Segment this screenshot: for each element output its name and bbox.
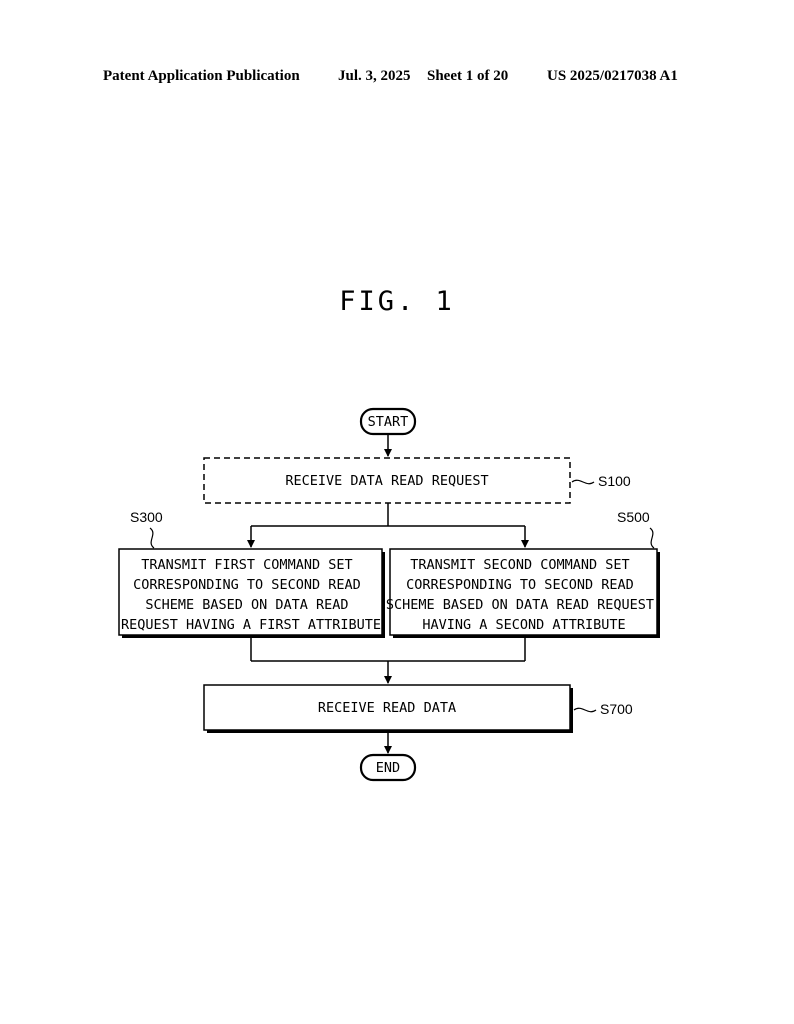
end-terminal: END [359,753,417,782]
s500-leader-line [649,527,655,549]
start-label: START [368,414,409,430]
step-s100-label: S100 [598,473,631,489]
s500-line-3: SCHEME BASED ON DATA READ REQUEST [386,597,654,613]
step-s500-label: S500 [617,509,650,525]
s100-leader-line [571,479,595,485]
svg-text:TRANSMIT FIRST COMMAND SET: TRANSMIT FIRST COMMAND SET CORRESPONDING… [121,557,381,633]
svg-text:TRANSMIT SECOND COMMAND SET: TRANSMIT SECOND COMMAND SET CORRESPONDIN… [386,557,662,633]
step-s300-box: TRANSMIT FIRST COMMAND SET CORRESPONDING… [118,548,385,638]
page-header: Patent Application Publication Jul. 3, 2… [0,68,794,90]
s300-line-4: REQUEST HAVING A FIRST ATTRIBUTE [121,617,381,633]
patent-number: US 2025/0217038 A1 [547,68,678,84]
s300-line-2: CORRESPONDING TO SECOND READ [133,577,361,593]
sheet-number: Sheet 1 of 20 [427,68,509,84]
end-label: END [376,760,400,776]
publication-date: Jul. 3, 2025 [338,68,411,84]
s500-line-2: CORRESPONDING TO SECOND READ [406,577,634,593]
publication-type: Patent Application Publication [103,68,300,84]
s500-line-1: TRANSMIT SECOND COMMAND SET [410,557,629,573]
s500-line-4: HAVING A SECOND ATTRIBUTE [422,617,625,633]
figure-title: FIG. 1 [339,286,455,317]
s300-line-1: TRANSMIT FIRST COMMAND SET [141,557,352,573]
step-s500-box: TRANSMIT SECOND COMMAND SET CORRESPONDIN… [386,548,662,638]
step-s700-box: RECEIVE READ DATA [203,684,573,733]
step-s300-label: S300 [130,509,163,525]
step-s700-text: RECEIVE READ DATA [318,700,456,716]
step-s700-label: S700 [600,701,633,717]
s300-leader-line [149,527,155,549]
step-s100-text: RECEIVE DATA READ REQUEST [285,473,488,489]
s700-leader-line [573,707,597,713]
step-s100-box: RECEIVE DATA READ REQUEST [203,457,571,504]
start-terminal: START [359,407,417,436]
s300-line-3: SCHEME BASED ON DATA READ [145,597,348,613]
